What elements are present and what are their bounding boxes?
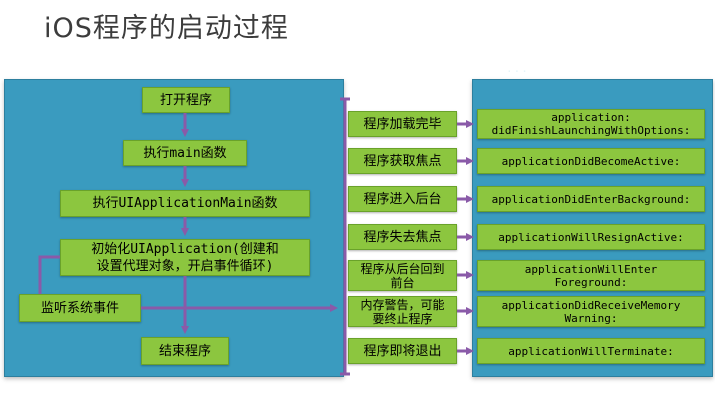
event-label-text: 程序即将退出	[363, 343, 442, 359]
event-label: 程序即将退出	[348, 338, 457, 364]
delegate-method-text: applicationWillTerminate:	[508, 344, 674, 358]
delegate-method-text: applicationWillResignActive:	[498, 230, 684, 244]
event-label-text: 程序进入后台	[363, 191, 442, 207]
delegate-method-text: applicationDidReceiveMemory Warning:	[501, 298, 681, 325]
flow-init-uiapplication: 初始化UIApplication(创建和 设置代理对象，开启事件循环)	[60, 239, 310, 276]
event-label-text: 程序失去焦点	[363, 229, 442, 245]
event-label-text: 程序获取焦点	[363, 153, 442, 169]
delegate-method-box: applicationWillEnter Foreground:	[477, 260, 705, 291]
flow-open-program: 打开程序	[142, 87, 230, 113]
event-label: 程序获取焦点	[348, 148, 457, 174]
page-title: iOS程序的启动过程	[44, 13, 289, 44]
event-label-text: 内存警告，可能 要终止程序	[360, 297, 445, 326]
delegate-method-box: application: didFinishLaunchingWithOptio…	[477, 109, 705, 139]
flow-open-label: 打开程序	[159, 92, 212, 108]
flow-uimain-label: 执行UIApplicationMain函数	[92, 196, 278, 211]
delegate-method-text: applicationDidEnterBackground:	[491, 192, 691, 206]
delegate-method-text: applicationDidBecomeActive:	[501, 154, 681, 168]
delegate-method-box: applicationWillResignActive:	[477, 224, 705, 250]
flow-listen-events: 监听系统事件	[19, 294, 141, 322]
event-label-text: 程序加载完毕	[363, 116, 442, 132]
delegate-method-box: applicationWillTerminate:	[477, 338, 705, 364]
flow-uiapplicationmain: 执行UIApplicationMain函数	[60, 190, 310, 217]
delegate-method-text: application: didFinishLaunchingWithOptio…	[491, 111, 691, 137]
flow-main-label: 执行main函数	[143, 145, 227, 161]
event-label-text: 程序从后台回到 前台	[360, 261, 445, 290]
event-label: 程序进入后台	[348, 186, 457, 212]
event-label: 程序失去焦点	[348, 224, 457, 250]
flow-init-line2: 设置代理对象，开启事件循环)	[96, 258, 274, 274]
delegate-method-box: applicationDidEnterBackground:	[477, 186, 705, 212]
delegate-method-text: applicationWillEnter Foreground:	[524, 262, 658, 289]
flow-end-program: 结束程序	[141, 337, 229, 365]
faint-header-label: ...	[506, 62, 529, 75]
event-label: 程序加载完毕	[348, 111, 457, 137]
flow-main-function: 执行main函数	[123, 140, 247, 166]
flow-end-label: 结束程序	[158, 343, 211, 359]
flow-init-line1: 初始化UIApplication(创建和	[91, 241, 279, 257]
delegate-method-box: applicationDidBecomeActive:	[477, 148, 705, 174]
event-label: 程序从后台回到 前台	[348, 260, 457, 291]
flow-listen-label: 监听系统事件	[40, 300, 119, 316]
delegate-method-box: applicationDidReceiveMemory Warning:	[477, 296, 705, 327]
flow-panel	[4, 79, 344, 377]
event-label: 内存警告，可能 要终止程序	[348, 296, 457, 327]
